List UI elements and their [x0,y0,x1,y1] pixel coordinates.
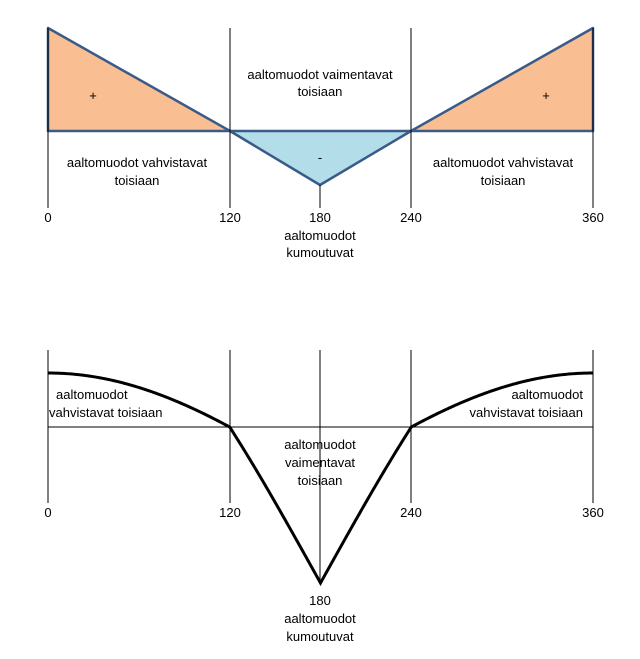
bottom-middle-label-line3: toisiaan [298,473,343,488]
top-negative-triangle [228,129,413,187]
top-left-label-line1: aaltomuodot vahvistavat [67,155,208,170]
bottom-bottom-label-line2: kumoutuvat [286,629,354,644]
top-right-label-line2: toisiaan [481,173,526,188]
top-right-positive-triangle [409,26,595,133]
top-left-label-line2: toisiaan [115,173,160,188]
top-plus-left: + [89,88,97,103]
top-tick-0: 0 [44,210,51,225]
top-tick-240: 240 [400,210,422,225]
bottom-tick-360: 360 [582,505,604,520]
bottom-tick-120: 120 [219,505,241,520]
top-diagram: + + - aaltomuodot vaimentavat toisiaan a… [44,26,604,260]
top-minus: - [318,150,322,165]
top-right-label-line1: aaltomuodot vahvistavat [433,155,574,170]
bottom-bottom-label-line1: aaltomuodot [284,611,356,626]
bottom-tick-0: 0 [44,505,51,520]
top-bottom-label-line1: aaltomuodot [284,228,356,243]
bottom-diagram: aaltomuodot vahvistavat toisiaan aaltomu… [44,350,604,644]
top-left-positive-triangle [46,26,232,133]
bottom-middle-label-line1: aaltomuodot [284,437,356,452]
bottom-left-label-line1: aaltomuodot [56,387,128,402]
bottom-right-label-line2: vahvistavat toisiaan [470,405,583,420]
top-middle-label-line1: aaltomuodot vaimentavat [247,67,393,82]
top-tick-180: 180 [309,210,331,225]
top-bottom-label-line2: kumoutuvat [286,245,354,260]
top-tick-120: 120 [219,210,241,225]
bottom-left-label-line2: vahvistavat toisiaan [49,405,162,420]
top-plus-right: + [542,88,550,103]
bottom-tick-240: 240 [400,505,422,520]
top-tick-360: 360 [582,210,604,225]
bottom-middle-label-line2: vaimentavat [285,455,355,470]
top-middle-label-line2: toisiaan [298,84,343,99]
bottom-right-label-line1: aaltomuodot [511,387,583,402]
amplitude-curve [48,371,593,587]
bottom-tick-180: 180 [309,593,331,608]
